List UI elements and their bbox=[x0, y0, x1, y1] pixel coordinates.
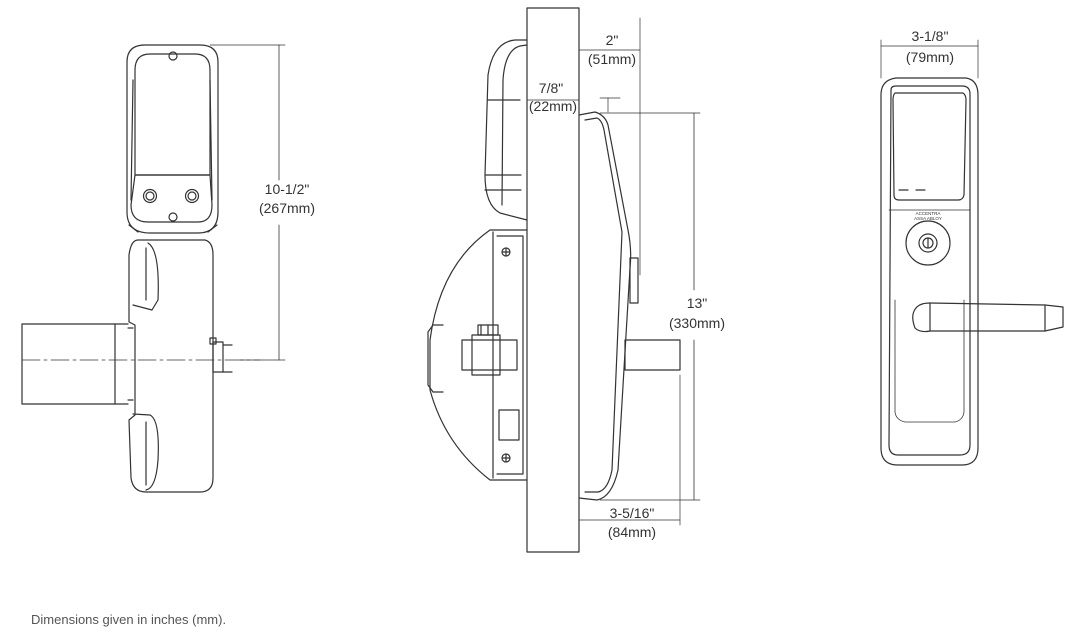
key-cylinder-icon bbox=[905, 220, 951, 266]
door-offset-label: 7/8" bbox=[539, 80, 563, 96]
depth-outside-mm-label: (51mm) bbox=[588, 51, 636, 67]
button-panel bbox=[130, 174, 213, 223]
height-mid-label: 13" bbox=[687, 295, 708, 311]
thumb-turn bbox=[427, 324, 444, 393]
spindle bbox=[624, 339, 681, 371]
lever-handle bbox=[21, 323, 129, 405]
button-left-icon bbox=[142, 188, 158, 204]
front-trim bbox=[880, 77, 979, 466]
middle-side-view bbox=[427, 7, 701, 553]
left-top-view bbox=[21, 44, 286, 493]
width-front-label: 3-1/8" bbox=[912, 28, 949, 44]
height-left-mm-label: (267mm) bbox=[259, 200, 315, 216]
brand-sub-label: ASSA ABLOY bbox=[914, 216, 942, 221]
inside-housing bbox=[429, 229, 528, 481]
inside-chassis bbox=[128, 239, 214, 493]
depth-outside-label: 2" bbox=[606, 32, 619, 48]
width-front-mm-label: (79mm) bbox=[906, 49, 954, 65]
dimensions-footnote: Dimensions given in inches (mm). bbox=[31, 612, 227, 627]
outside-escutcheon bbox=[484, 39, 528, 221]
door-offset-mm-label: (22mm) bbox=[529, 98, 577, 114]
reader-window bbox=[892, 92, 967, 201]
button-right-icon bbox=[184, 188, 200, 204]
screw-lower-icon bbox=[501, 453, 511, 463]
screw-upper-icon bbox=[501, 247, 511, 257]
brand-name-label: ACCENTRA bbox=[916, 211, 941, 216]
front-lever bbox=[912, 302, 1064, 333]
depth-inside-mm-label: (84mm) bbox=[608, 524, 656, 540]
screw-top-icon bbox=[168, 51, 178, 61]
outside-housing-inner bbox=[134, 53, 211, 176]
screw-bottom-icon bbox=[168, 212, 178, 222]
inside-escutcheon bbox=[578, 111, 632, 501]
height-mid-mm-label: (330mm) bbox=[669, 315, 725, 331]
depth-inside-label: 3-5/16" bbox=[610, 505, 655, 521]
height-left-label: 10-1/2" bbox=[265, 181, 310, 197]
door-slab bbox=[526, 7, 580, 553]
outside-housing bbox=[126, 44, 219, 234]
right-front-view bbox=[880, 39, 1064, 466]
